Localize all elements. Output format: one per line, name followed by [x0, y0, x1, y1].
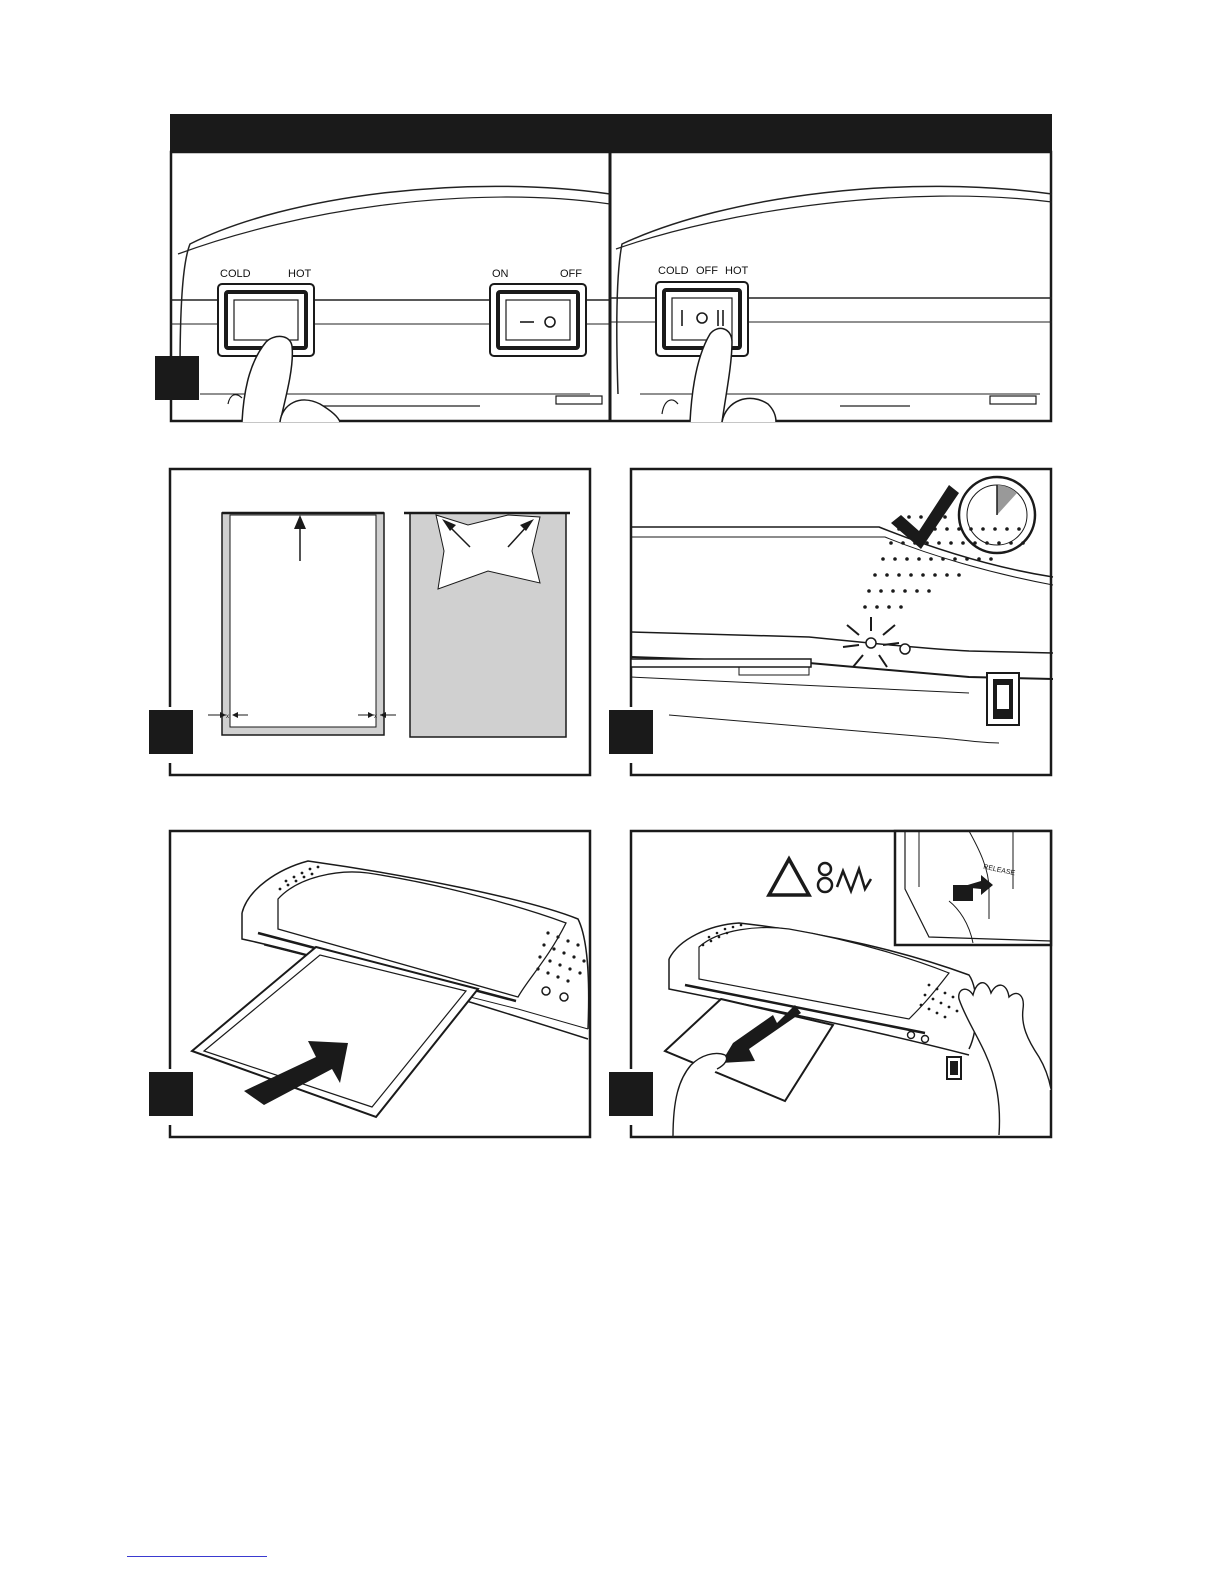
panel-pouch-alignment: x x: [168, 467, 592, 777]
panel-ready-indicator: [629, 467, 1053, 777]
panel-switches: COLD HOT ON OFF COLD OFF HOT: [170, 114, 1052, 422]
hot-surface-icon: [819, 863, 831, 875]
step-marker-5: [609, 1072, 653, 1116]
label-cold-right: COLD: [658, 265, 689, 277]
pouch-illustration: x x: [168, 467, 592, 777]
check-icon: [891, 485, 959, 549]
svg-text:x: x: [374, 714, 377, 720]
panel-release: RELEASE: [629, 829, 1053, 1139]
svg-text:x: x: [226, 714, 229, 720]
step-marker-4: [149, 1072, 193, 1116]
feed-illustration: [168, 829, 592, 1139]
step-marker-2: [149, 710, 193, 754]
label-hot-right: HOT: [725, 265, 748, 277]
heat-wave-icon: [837, 869, 871, 891]
label-off: OFF: [560, 268, 582, 280]
label-hot-left: HOT: [288, 268, 311, 280]
panel-feed-pouch: [168, 829, 592, 1139]
release-illustration: [629, 829, 1053, 1139]
step-marker-3: [609, 710, 653, 754]
label-off-right: OFF: [696, 265, 718, 277]
step-marker-1: [155, 356, 199, 400]
ready-illustration: [629, 467, 1053, 777]
footer-rule: [127, 1556, 267, 1557]
warning-triangle-icon: [769, 859, 809, 895]
label-on: ON: [492, 268, 509, 280]
label-cold-left: COLD: [220, 268, 251, 280]
